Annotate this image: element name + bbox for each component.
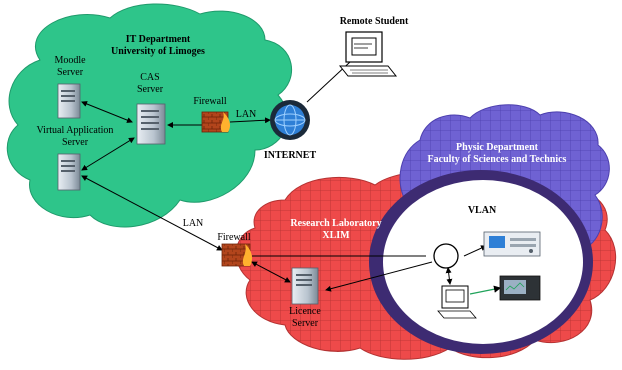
remote-student-label: Remote Student <box>340 16 409 27</box>
lan-bottom-label: LAN <box>183 218 204 229</box>
licence-server-label-line2: Server <box>292 318 319 329</box>
cas-server-label-line1: CAS <box>140 72 159 83</box>
physic-department-label: Physic Department <box>456 142 539 153</box>
green-link <box>469 285 502 295</box>
moodle-server-label-line1: Moodle <box>54 55 86 66</box>
lan-top-label: LAN <box>236 109 257 120</box>
firewall-top-icon <box>201 111 231 133</box>
vlan-area <box>383 180 583 344</box>
licence-server-icon <box>291 267 319 305</box>
instrument-bottom-icon <box>499 275 541 301</box>
virtual-app-server-label-line1: Virtual Application <box>37 125 114 136</box>
vlan-label: VLAN <box>468 205 497 216</box>
research-lab-label: Research Laboratory <box>290 218 381 229</box>
connection-lines <box>81 61 487 292</box>
moodle-server-label-line2: Server <box>57 67 84 78</box>
it-department-subtitle: University of Limoges <box>111 46 205 57</box>
cas-server-icon <box>136 103 166 145</box>
firewall-bottom-label: Firewall <box>217 232 251 243</box>
vlan-hub <box>433 243 459 269</box>
internet-globe-icon <box>270 100 310 140</box>
firewall-top-label: Firewall <box>193 96 227 107</box>
firewall-bottom-icon <box>221 243 253 267</box>
physic-department-subtitle: Faculty of Sciences and Technics <box>428 154 567 165</box>
licence-server-label-line1: Licence <box>289 306 321 317</box>
moodle-server-icon <box>57 83 81 119</box>
remote-student-computer-icon <box>338 31 398 77</box>
virtual-app-server-label-line2: Server <box>62 137 89 148</box>
lab-computer-icon <box>437 285 477 319</box>
internet-label: INTERNET <box>264 150 317 161</box>
research-lab-subtitle: XLIM <box>322 230 350 241</box>
cas-server-label-line2: Server <box>137 84 164 95</box>
instrument-top-icon <box>483 231 541 257</box>
virtual-app-server-icon <box>57 153 81 191</box>
it-department-label: IT Department <box>126 34 191 45</box>
